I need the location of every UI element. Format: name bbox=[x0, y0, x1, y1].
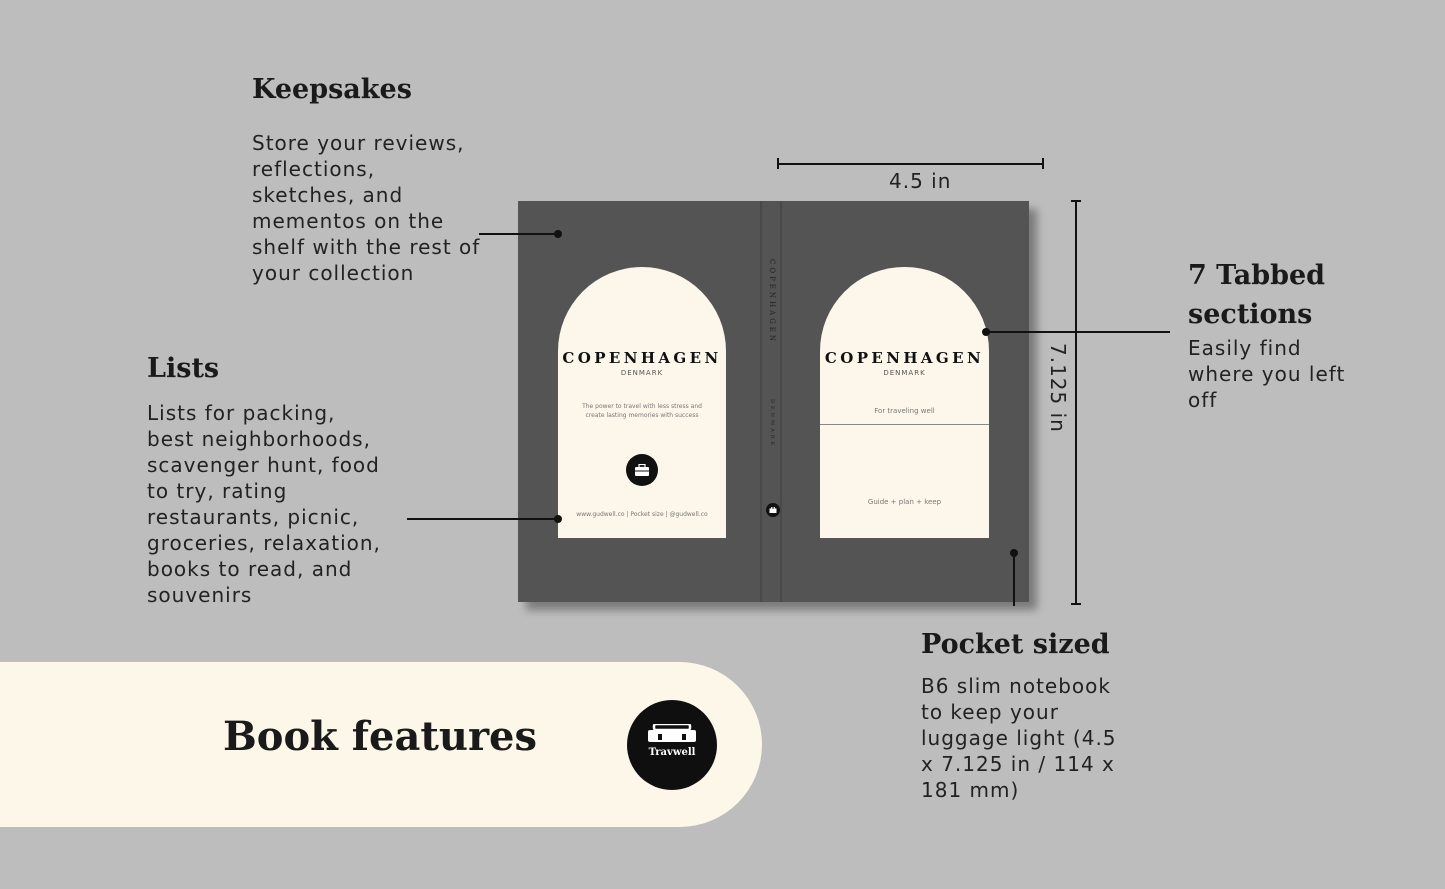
suitcase-icon bbox=[648, 724, 696, 742]
back-cover-logo bbox=[626, 454, 658, 486]
front-cover-divider bbox=[820, 424, 989, 425]
lists-callout-dot bbox=[554, 515, 562, 523]
back-cover-tagline: The power to travel with less stress and… bbox=[582, 403, 702, 419]
front-cover-arch: COPENHAGEN DENMARK For traveling well Gu… bbox=[820, 267, 989, 538]
lists-heading: Lists bbox=[147, 353, 220, 384]
tabbed-sections-heading: 7 Tabbed sections bbox=[1188, 260, 1326, 330]
suitcase-icon bbox=[769, 507, 777, 513]
keepsakes-callout-line bbox=[479, 233, 558, 235]
height-dimension-tick-bottom bbox=[1071, 603, 1081, 605]
tabbed-callout-line bbox=[986, 331, 1170, 333]
front-cover-subtitle: DENMARK bbox=[883, 369, 926, 377]
tabbed-sections-description: Easily find where you left off bbox=[1188, 336, 1346, 412]
back-cover-arch: COPENHAGEN DENMARK The power to travel w… bbox=[558, 267, 726, 538]
pocket-callout-dot bbox=[1010, 549, 1018, 557]
height-dimension-tick-top bbox=[1071, 200, 1081, 202]
spine-subtitle: DENMARK bbox=[769, 399, 775, 449]
back-cover-title: COPENHAGEN bbox=[562, 349, 722, 367]
lists-callout-line bbox=[407, 518, 558, 520]
width-dimension-tick-right bbox=[1042, 158, 1044, 169]
width-dimension-tick-left bbox=[777, 158, 779, 169]
height-dimension-label: 7.125 in bbox=[1046, 343, 1070, 433]
width-dimension-label: 4.5 in bbox=[889, 169, 952, 193]
pocket-callout-line bbox=[1013, 553, 1015, 606]
logo-wordmark: Travwell bbox=[648, 747, 696, 758]
front-cover-tagline: For traveling well bbox=[874, 407, 935, 415]
keepsakes-description: Store your reviews, reflections, sketche… bbox=[252, 131, 481, 285]
spine-logo bbox=[766, 503, 780, 517]
front-cover-footer: Guide + plan + keep bbox=[867, 498, 942, 506]
back-cover-footer: www.gudwell.co | Pocket size | @gudwell.… bbox=[576, 511, 708, 518]
keepsakes-callout-dot bbox=[554, 230, 562, 238]
spine-edge-right bbox=[780, 201, 782, 602]
height-dimension-line bbox=[1075, 201, 1077, 605]
width-dimension-line bbox=[778, 163, 1044, 165]
pocket-sized-heading: Pocket sized bbox=[921, 629, 1110, 660]
spine-title: COPENHAGEN bbox=[768, 259, 776, 345]
tabbed-callout-dot bbox=[982, 328, 990, 336]
keepsakes-heading: Keepsakes bbox=[252, 74, 412, 105]
front-cover-title: COPENHAGEN bbox=[824, 349, 985, 367]
suitcase-icon bbox=[635, 464, 649, 476]
travwell-logo: Travwell bbox=[627, 700, 717, 790]
lists-description: Lists for packing, best neighborhoods, s… bbox=[147, 401, 381, 607]
back-cover-subtitle: DENMARK bbox=[620, 369, 664, 377]
notebook-mockup: COPENHAGEN DENMARK COPENHAGEN DENMARK Th… bbox=[518, 201, 1029, 602]
pocket-sized-description: B6 slim notebook to keep your luggage li… bbox=[921, 674, 1117, 802]
banner-title: Book features bbox=[223, 713, 537, 760]
spine-edge-left bbox=[760, 201, 762, 602]
book-features-banner: Book features Travwell bbox=[0, 662, 762, 827]
